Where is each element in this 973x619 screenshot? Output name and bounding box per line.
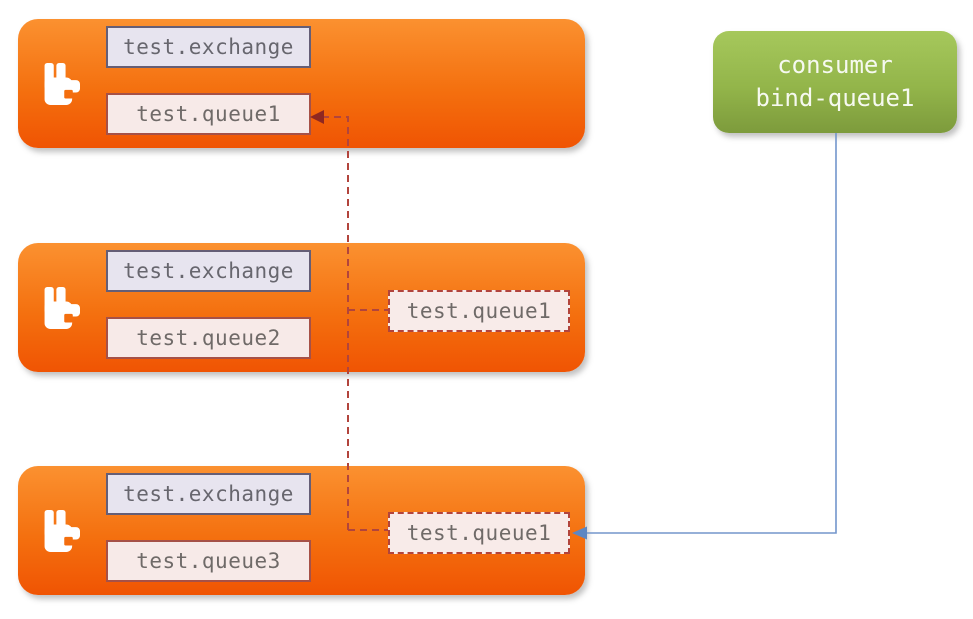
exchange-label: test.exchange [106, 26, 311, 68]
exchange-label: test.exchange [106, 473, 311, 515]
queue-label: test.queue2 [106, 317, 311, 359]
queue-label: test.queue1 [106, 93, 311, 135]
rabbitmq-rabbit-icon [38, 510, 80, 552]
consumer-line2: bind-queue1 [755, 84, 915, 112]
exchange-label: test.exchange [106, 250, 311, 292]
shadow-queue-box-bottom: test.queue1 [388, 512, 570, 554]
queue-label: test.queue3 [106, 540, 311, 582]
rabbitmq-rabbit-icon [38, 63, 80, 105]
consumer-connector-line [584, 133, 837, 534]
rabbitmq-rabbit-icon [38, 287, 80, 329]
shadow-queue-box-middle: test.queue1 [388, 290, 570, 332]
consumer-line1: consumer [777, 51, 893, 79]
consumer-box: consumer bind-queue1 [713, 31, 957, 133]
broker-node-1: test.exchange test.queue1 [18, 19, 585, 148]
